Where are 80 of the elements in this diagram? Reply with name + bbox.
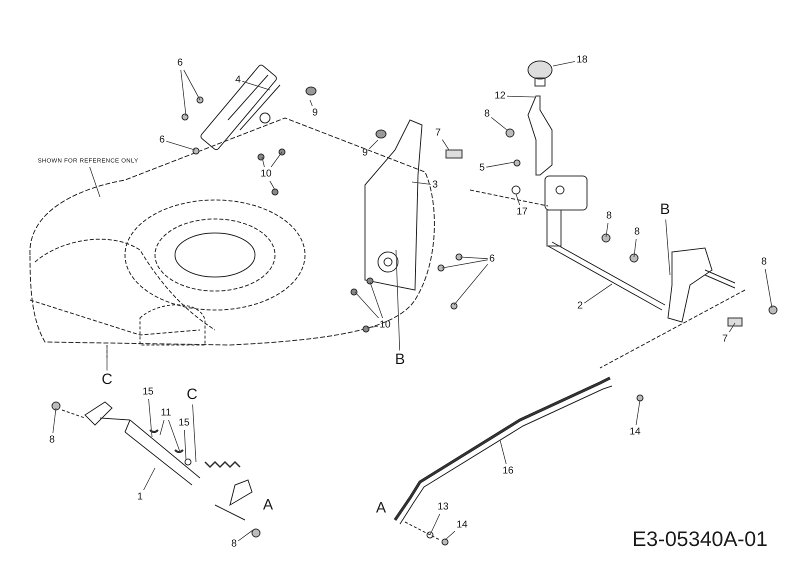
callout-number: 8 (49, 434, 55, 446)
leader-line (168, 420, 180, 452)
leader-line (180, 70, 186, 116)
leader-line (584, 284, 612, 304)
leader-line (665, 219, 670, 276)
callout-number: 6 (489, 254, 495, 264)
leader-line (242, 80, 270, 90)
leader-line (634, 238, 637, 258)
callout-number: 18 (576, 54, 588, 66)
leader-line (460, 256, 488, 260)
callout-number: 10 (379, 320, 391, 330)
leader-line (270, 152, 282, 168)
callout-number: 11 (160, 408, 172, 418)
leader-line (636, 400, 640, 426)
leader-line (764, 268, 772, 308)
leader-line (184, 430, 186, 460)
leader-line (183, 70, 200, 100)
leader-line (192, 404, 196, 462)
callout-number: 9 (362, 148, 368, 158)
callout-number: 14 (629, 426, 641, 438)
leader-line (106, 344, 108, 371)
callout-letter: B (660, 202, 670, 218)
callout-number: 1 (137, 492, 143, 502)
leader-line (430, 514, 440, 536)
callout-number: 4 (235, 74, 241, 86)
reference-letter: A (376, 500, 386, 516)
callout-number: 6 (159, 134, 165, 146)
reference-letter: A (263, 496, 273, 514)
leader-line (444, 530, 456, 540)
leader-line (270, 180, 276, 190)
callout-number: 8 (231, 538, 237, 550)
leader-line (412, 182, 432, 185)
callout-number: 7 (722, 334, 728, 344)
callout-letter: C (186, 387, 198, 403)
leader-line (148, 398, 152, 438)
callout-number: 8 (761, 256, 767, 268)
leader-line (368, 140, 378, 150)
leader-line (454, 264, 488, 306)
leader-line (52, 408, 56, 434)
callout-number: 15 (142, 386, 154, 398)
leader-line (238, 530, 254, 542)
leader-line (442, 139, 450, 150)
callout-number: 8 (484, 108, 490, 120)
leader-line (166, 140, 196, 150)
callout-number: 17 (516, 206, 528, 218)
leader-line (606, 222, 608, 238)
callout-number: 3 (432, 180, 438, 190)
callout-number: 7 (435, 128, 441, 138)
leader-line (310, 100, 313, 106)
leader-line (490, 117, 508, 130)
leader-line (396, 250, 400, 351)
drawing-number: E3-05340A-01 (632, 528, 768, 552)
leader-line (143, 468, 156, 490)
leader-line (516, 194, 520, 206)
callout-letter: B (395, 352, 405, 368)
callout-number: 6 (177, 58, 183, 68)
callout-number: 12 (494, 90, 506, 102)
callout-number: 8 (634, 226, 640, 238)
callout-number: 14 (456, 520, 468, 530)
callout-number: 5 (479, 162, 485, 174)
leader-line (366, 326, 378, 328)
callout-number: 8 (606, 210, 612, 222)
leader-line (500, 440, 507, 464)
leader-line (89, 166, 100, 198)
leader-line (160, 420, 164, 436)
callout-number: 15 (178, 418, 190, 428)
callout-number: 10 (260, 168, 272, 180)
leader-line (442, 259, 488, 268)
callout-number: 13 (437, 502, 449, 512)
leader-line (262, 156, 265, 168)
callout-letter: C (102, 372, 112, 388)
leader-line (506, 96, 536, 98)
leader-line (552, 61, 576, 66)
leader-line (486, 162, 516, 168)
leader-line (728, 322, 736, 332)
callout-number: 16 (502, 466, 514, 476)
callout-number: 2 (577, 300, 583, 312)
leader-line (370, 282, 383, 318)
leader-line (354, 292, 379, 318)
callout-number: 9 (312, 108, 318, 118)
